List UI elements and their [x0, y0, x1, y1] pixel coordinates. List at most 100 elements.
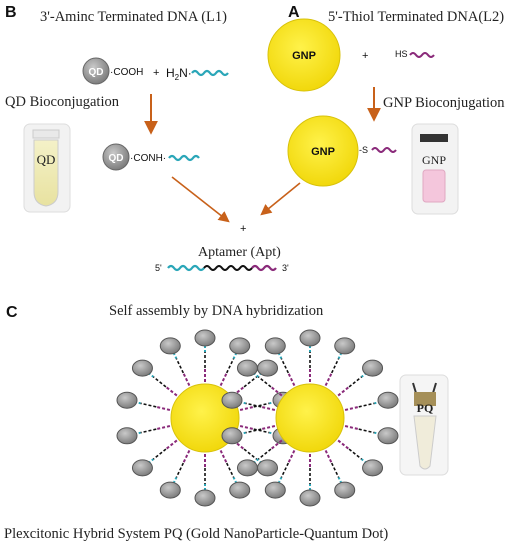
dna-linker-segment: [172, 477, 178, 484]
dna-linker-segment: [337, 477, 343, 484]
teal-dna-conh: [168, 154, 200, 162]
dna-linker-segment: [287, 450, 296, 464]
plus-sign-2: +: [362, 50, 368, 62]
quantum-dot-satellite: [159, 481, 181, 499]
quantum-dot-satellite: [159, 337, 181, 355]
five-prime-label: 5': [155, 263, 162, 273]
pq-assemblies: [116, 329, 399, 507]
quantum-dot-satellite: [299, 489, 321, 507]
quantum-dot: [82, 57, 110, 85]
quantum-dot-satellite: [221, 427, 243, 445]
dna-linker-segment: [348, 448, 363, 460]
dna-linker-segment: [337, 439, 350, 450]
dna-linker-segment: [330, 462, 340, 478]
dna-linker-segment: [239, 425, 254, 431]
plus-sign-3: +: [240, 223, 246, 235]
dna-linker-segment: [165, 386, 178, 397]
cooh-label: ·COOH: [110, 67, 143, 78]
quantum-dot-satellite: [194, 489, 216, 507]
dna-linker-segment: [219, 450, 228, 464]
quantum-dot-satellite: [236, 459, 258, 477]
dna-linker-segment: [337, 352, 343, 359]
gnp-hs-group: GNP + HS: [267, 18, 435, 92]
gnp-s-group: GNP -S: [287, 115, 397, 187]
dna-linker-segment: [348, 376, 363, 388]
gold-nanoparticle: [267, 18, 341, 92]
dna-linker-segment: [245, 428, 262, 434]
dna-linker-segment: [243, 376, 258, 388]
quantum-dot-satellite: [362, 459, 384, 477]
qd-vial-label: QD: [37, 152, 56, 167]
dna-linker-segment: [337, 386, 350, 397]
quantum-dot-satellite: [229, 481, 251, 499]
dna-linker-segment: [358, 428, 375, 434]
dna-linker-segment: [287, 372, 296, 386]
plus-sign: +: [153, 67, 159, 79]
dna-linker-segment: [280, 358, 290, 374]
dna-linker-segment: [156, 425, 171, 431]
dna-linker-segment: [270, 386, 283, 397]
dna-linker-segment: [232, 352, 238, 359]
quantum-dot-satellite: [116, 427, 138, 445]
quantum-dot-satellite: [236, 359, 258, 377]
quantum-dot-satellite: [362, 359, 384, 377]
dna-linker-segment: [277, 352, 283, 359]
dna-linker-segment: [165, 439, 178, 450]
pq-vial-label: PQ: [417, 401, 434, 415]
quantum-dot-satellite: [264, 337, 286, 355]
dna-linker-segment: [182, 450, 191, 464]
dna-linker-segment: [152, 376, 167, 388]
conh-label: ·CONH·: [130, 153, 166, 164]
qd-vial: QD: [23, 123, 71, 213]
dna-linker-segment: [324, 450, 333, 464]
dna-linker-segment: [253, 428, 270, 434]
gold-nanoparticle-core: [275, 383, 345, 453]
quantum-dot-satellite: [334, 337, 356, 355]
panel-label-a: A: [288, 4, 300, 21]
qd-conh-group: QD ·CONH·: [102, 143, 200, 171]
h2n-label: H2N·: [166, 66, 192, 82]
gnp-label-2: GNP: [311, 146, 335, 158]
dna-linker-segment: [156, 405, 171, 411]
gnp-label: GNP: [292, 50, 316, 62]
dna-linker-segment: [175, 462, 185, 478]
quantum-dot-satellite: [257, 459, 279, 477]
dna-linker-segment: [358, 402, 375, 408]
dna-linker-segment: [245, 402, 262, 408]
dna-linker-segment: [344, 405, 359, 411]
bottom-caption: Plexcitonic Hybrid System PQ (Gold NanoP…: [4, 526, 388, 542]
dna-linker-segment: [232, 477, 238, 484]
dna-linker-segment: [243, 448, 258, 460]
dna-linker-segment: [324, 372, 333, 386]
dna-linker-segment: [330, 358, 340, 374]
dna-linker-segment: [257, 448, 272, 460]
quantum-dot-satellite: [257, 359, 279, 377]
dna-linker-segment: [152, 448, 167, 460]
dna-linker-segment: [182, 372, 191, 386]
quantum-dot-satellite: [131, 359, 153, 377]
l1-label: 3'-Aminc Terminated DNA (L1): [40, 9, 227, 25]
dna-linker-segment: [225, 462, 235, 478]
dna-linker-segment: [140, 402, 157, 408]
dna-linker-segment: [344, 425, 359, 431]
quantum-dot-satellite: [221, 391, 243, 409]
dna-linker-segment: [261, 425, 276, 431]
gnp-vial-label: GNP: [422, 153, 446, 167]
dna-linker-segment: [277, 477, 283, 484]
dna-linker-segment: [257, 376, 272, 388]
dna-linker-segment: [239, 405, 254, 411]
pq-vial: PQ: [399, 374, 449, 476]
gnp-bioconj-label: GNP Bioconjugation: [383, 95, 505, 111]
qd-bioconj-label: QD Bioconjugation: [5, 94, 120, 110]
teal-dna-l1: [191, 69, 229, 77]
dna-linker-segment: [270, 439, 283, 450]
gnp-vial: GNP: [411, 123, 459, 215]
quantum-dot-satellite: [131, 459, 153, 477]
dna-linker-segment: [172, 352, 178, 359]
dna-linker-segment: [253, 402, 270, 408]
hs-label: HS: [395, 49, 408, 59]
quantum-dot-satellite: [229, 337, 251, 355]
quantum-dot-satellite: [194, 329, 216, 347]
dna-linker-segment: [225, 358, 235, 374]
